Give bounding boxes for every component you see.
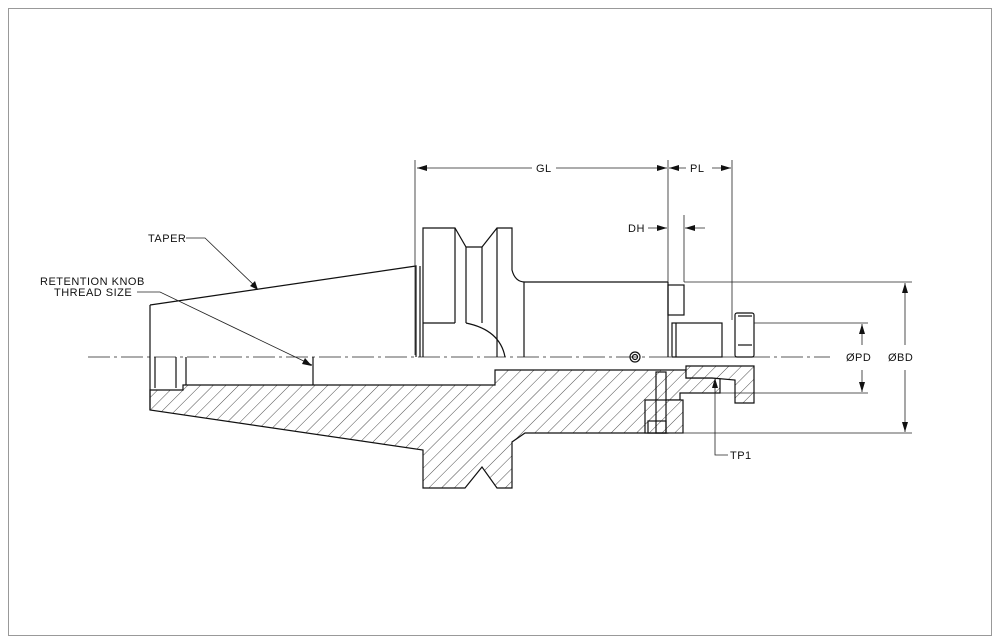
label-tp1: TP1	[730, 450, 752, 462]
label-taper: TAPER	[148, 233, 186, 245]
label-pd: ØPD	[846, 352, 871, 364]
drawing-frame	[8, 8, 992, 636]
labels: TAPER RETENTION KNOB THREAD SIZE GL PL D…	[40, 163, 913, 462]
label-dh: DH	[628, 223, 645, 235]
holder-outline	[149, 227, 755, 410]
dimensions	[137, 160, 912, 456]
section-hatched	[149, 365, 755, 489]
label-thread-size: THREAD SIZE	[54, 287, 132, 299]
label-pl: PL	[690, 163, 704, 175]
label-gl: GL	[536, 163, 552, 175]
label-bd: ØBD	[888, 352, 913, 364]
label-retention-knob: RETENTION KNOB	[40, 276, 145, 288]
